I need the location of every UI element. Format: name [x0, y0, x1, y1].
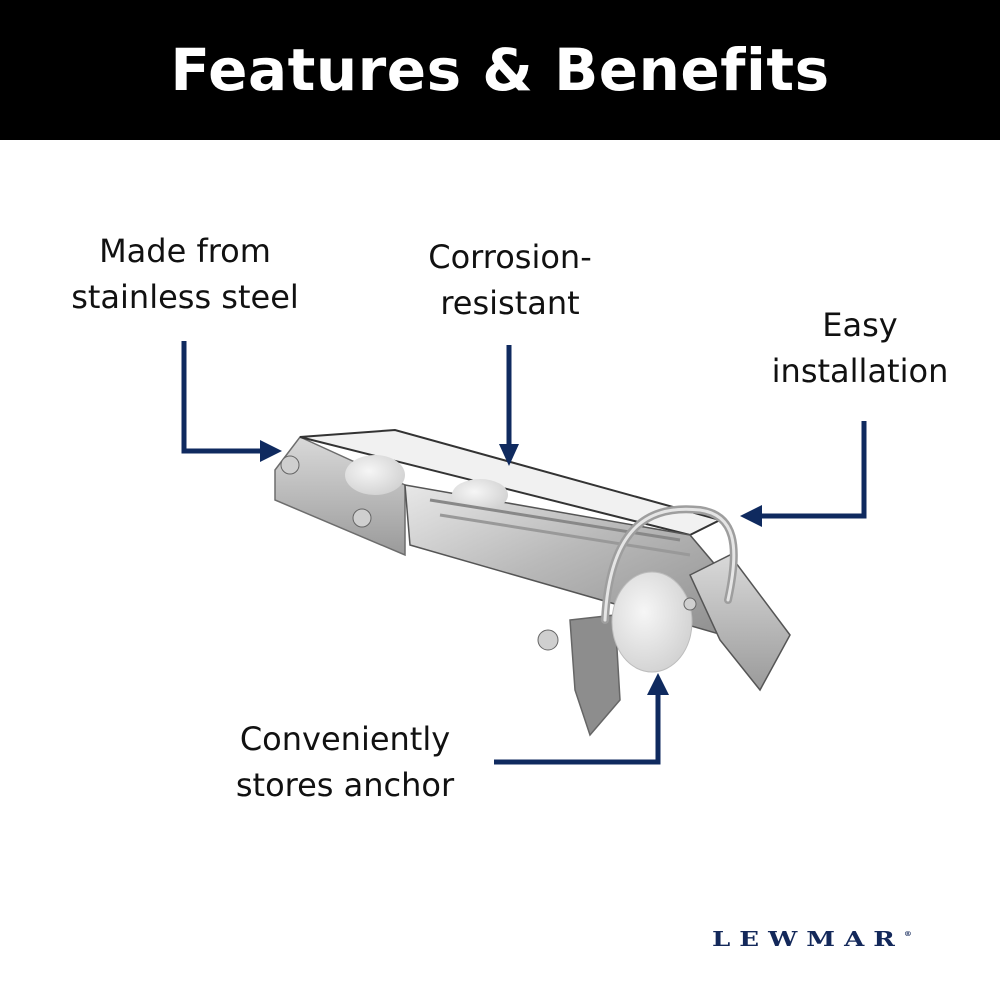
arrow-stores-anchor: [494, 673, 669, 765]
bolt-side: [352, 508, 372, 528]
front-lug: [689, 554, 791, 692]
brand-logo: LEWMAR®: [712, 928, 912, 951]
page-title: Features & Benefits: [170, 36, 830, 104]
brand-name: LEWMAR: [712, 928, 904, 952]
callout-stores-anchor: Conveniently stores anchor: [222, 716, 468, 808]
roller-mid: [452, 479, 508, 511]
bolt-lug: [683, 597, 697, 611]
arrow-stainless-steel: [181, 341, 282, 462]
arrow-corrosion-resistant: [499, 345, 519, 466]
roller-rear: [345, 455, 405, 495]
bolt-front: [537, 629, 559, 651]
callout-corrosion-resistant: Corrosion- resistant: [405, 234, 615, 326]
callout-line: Corrosion-: [428, 238, 592, 276]
callout-line: resistant: [440, 284, 580, 322]
callout-line: Made from: [99, 232, 271, 270]
rear-plate: [274, 436, 406, 557]
bow-roller: [274, 428, 791, 737]
callout-line: Easy: [822, 306, 898, 344]
bolt-rear: [280, 455, 300, 475]
callout-stainless-steel: Made from stainless steel: [70, 228, 300, 320]
callout-line: stores anchor: [235, 766, 455, 804]
callout-line: installation: [771, 352, 949, 390]
roller-front: [611, 571, 693, 673]
arrow-easy-installation: [740, 421, 867, 527]
callout-easy-installation: Easy installation: [765, 302, 955, 394]
callout-line: stainless steel: [71, 278, 299, 316]
header-banner: Features & Benefits: [0, 0, 1000, 140]
callout-line: Conveniently: [239, 720, 451, 758]
registered-mark: ®: [903, 929, 912, 938]
